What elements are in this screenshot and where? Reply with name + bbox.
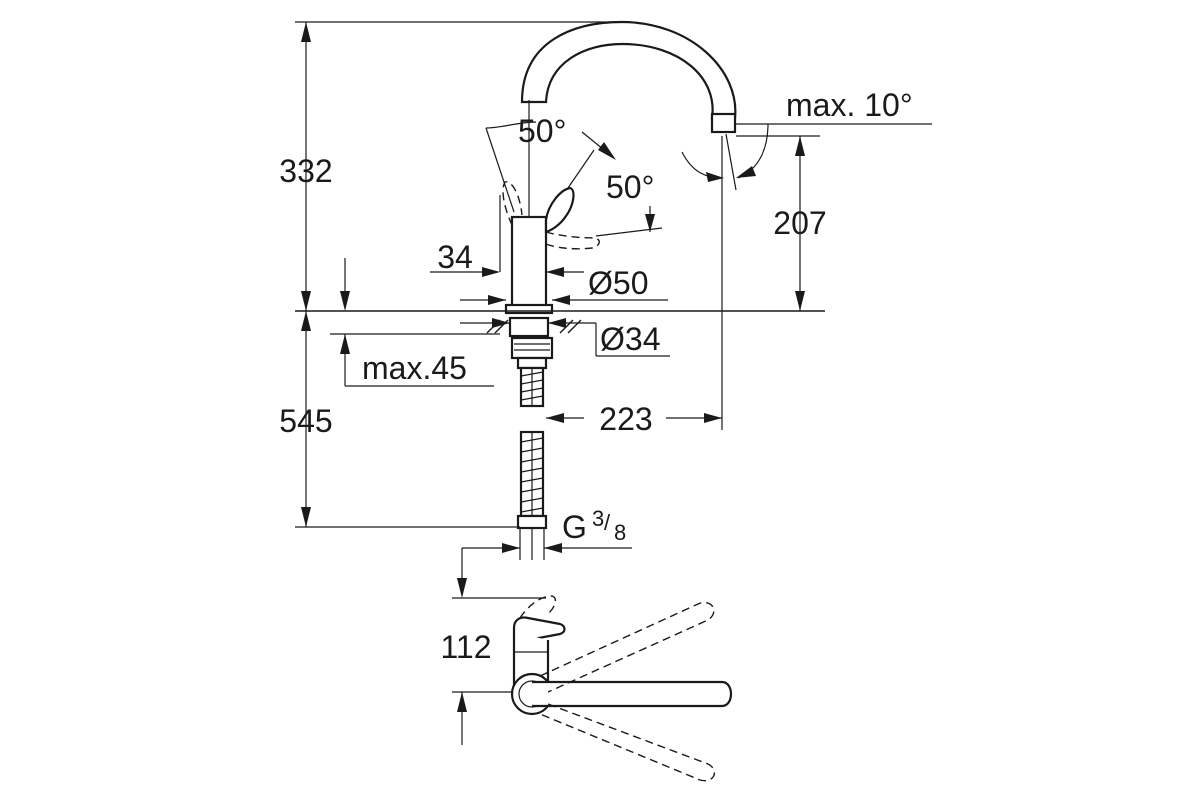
angle-spout-tilt: max. 10°	[786, 87, 913, 123]
faucet-body	[510, 215, 548, 309]
spout	[520, 20, 737, 120]
dim-545: 545	[279, 403, 332, 439]
spout-aerator	[710, 112, 737, 134]
mounting-nut	[508, 316, 550, 338]
top-spout-swing-up	[539, 601, 715, 693]
top-spout-swing-down	[539, 703, 716, 782]
dim-112: 112	[440, 629, 491, 665]
dim-diameter-50: Ø50	[588, 265, 648, 301]
lever-dashed-right	[545, 231, 600, 250]
hose-connector	[516, 514, 548, 530]
dim-332: 332	[279, 153, 332, 189]
lever-dashed-left	[502, 181, 523, 226]
angle-lever-side: 50°	[518, 113, 566, 149]
mounting-thread	[510, 336, 554, 360]
base-flange	[504, 303, 554, 315]
thread-denominator: 8	[614, 520, 626, 545]
lever	[544, 186, 575, 234]
thread-label: G	[562, 509, 587, 545]
angle-lever-front: 50°	[606, 169, 654, 205]
top-view: 112	[440, 548, 733, 782]
dim-207: 207	[773, 205, 826, 241]
front-view: 332 545 207 max. 10° 50° 50°	[279, 20, 932, 560]
top-spout	[532, 680, 733, 708]
dim-max-45: max.45	[362, 350, 467, 386]
thread-numerator: 3	[592, 506, 604, 531]
dim-223: 223	[599, 401, 652, 437]
thread-slash: /	[604, 510, 611, 535]
dim-34: 34	[437, 239, 473, 275]
dim-diameter-34: Ø34	[600, 321, 660, 357]
